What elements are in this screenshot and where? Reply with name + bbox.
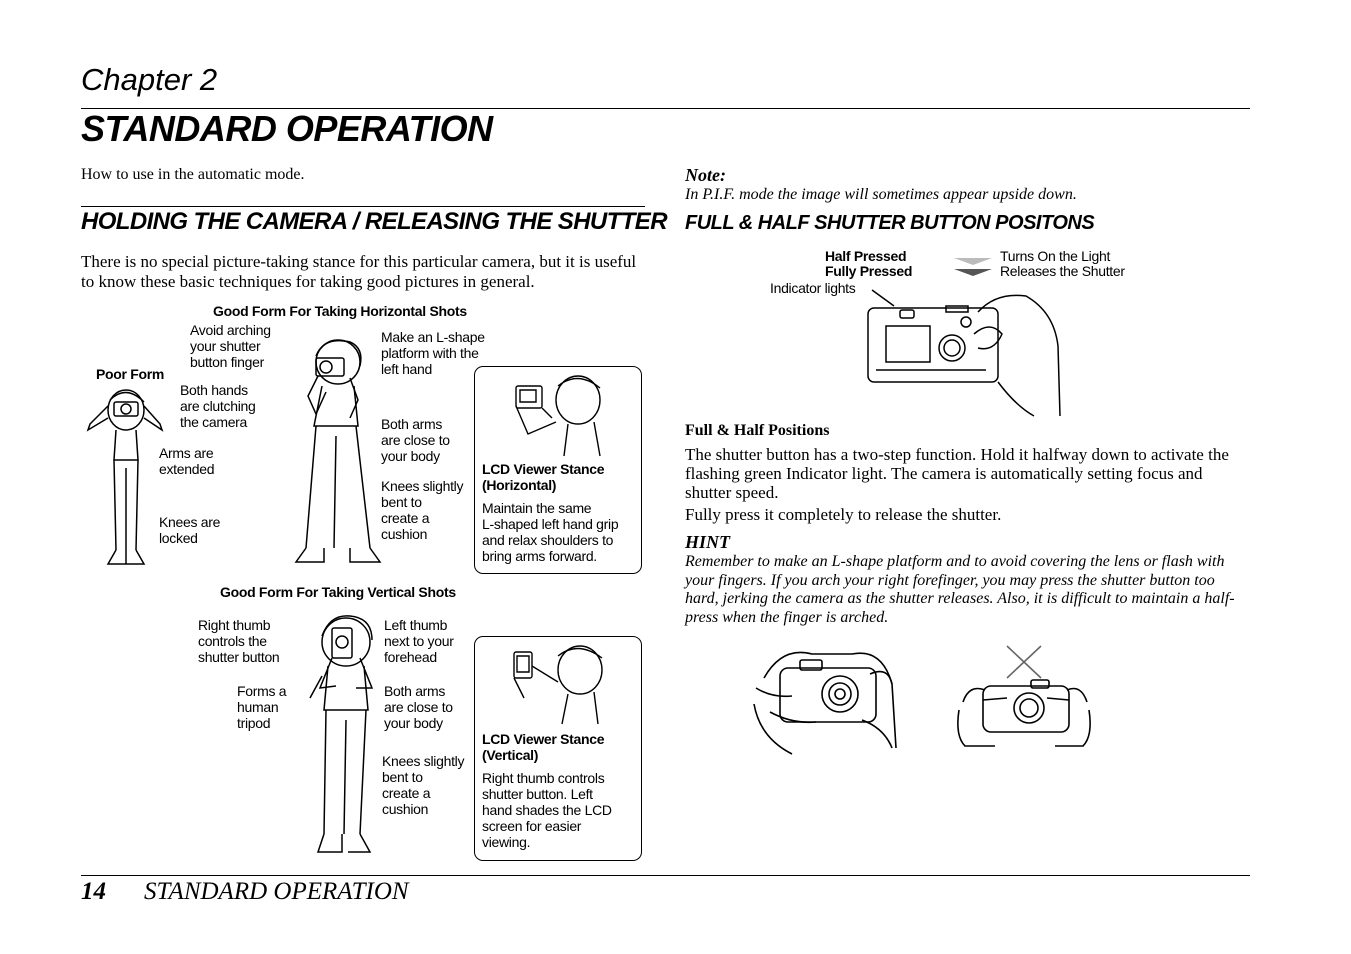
lcd-vertical-title: LCD Viewer Stance(Vertical) [482,731,605,763]
footer-title: STANDARD OPERATION [144,878,409,905]
section-rule [81,206,645,207]
half-pressed-label: Half Pressed [825,248,907,264]
camera-good-grip-illustration [752,644,900,756]
full-half-heading: Full & Half Positions [685,422,830,439]
header-rule [81,108,1250,109]
note-heading: Note: [685,165,726,185]
hint-text: Remember to make an L-shape platform and… [685,553,1235,626]
camera-back-illustration [866,286,1062,418]
x-mark-icon [1007,646,1041,678]
press-arrows-icon [954,258,992,276]
section-paragraph: There is no special picture-taking stanc… [81,252,637,291]
horizontal-heading: Good Form For Taking Horizontal Shots [213,303,467,319]
hint-heading: HINT [685,532,730,552]
lcd-vertical-illustration [506,642,610,726]
releases-label: Releases the Shutter [1000,263,1125,279]
note-text: In P.I.F. mode the image will sometimes … [685,186,1077,203]
chapter-label: Chapter 2 [81,62,218,97]
intro-text: How to use in the automatic mode. [81,166,305,183]
page-number: 14 [81,878,106,905]
horizontal-stance-figure [294,336,380,570]
camera-bad-grip-illustration [955,644,1093,756]
indicator-lights-label: Indicator lights [770,280,856,296]
fully-pressed-label: Fully Pressed [825,263,913,279]
vertical-heading: Good Form For Taking Vertical Shots [220,584,456,600]
poor-form-figure [86,384,166,574]
lcd-horizontal-box [474,366,642,574]
turns-on-label: Turns On the Light [1000,248,1111,264]
lcd-horizontal-title: LCD Viewer Stance(Horizontal) [482,461,605,493]
section-title: HOLDING THE CAMERA / RELEASING THE SHUTT… [81,208,668,235]
vertical-stance-figure [310,612,386,860]
full-press-paragraph: Fully press it completely to release the… [685,505,1002,524]
shutter-positions-heading: FULL & HALF SHUTTER BUTTON POSITONS [685,212,1095,234]
poor-form-label: Poor Form [96,366,165,382]
footer-rule [81,875,1250,876]
full-half-paragraph: The shutter button has a two-step functi… [685,445,1229,502]
page-title: STANDARD OPERATION [81,108,493,149]
lcd-horizontal-illustration [508,372,608,458]
